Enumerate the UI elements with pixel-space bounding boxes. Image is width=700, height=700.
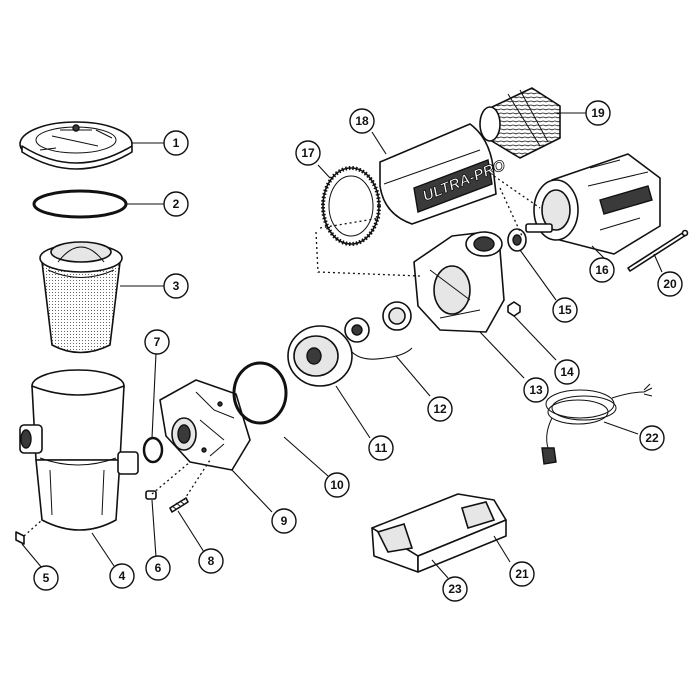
callout-2: 2: [163, 191, 189, 217]
drain-plug-part: [145, 490, 157, 500]
callout-14: 14: [554, 359, 580, 385]
seal-plate-part: [159, 379, 251, 471]
lid-o-ring-part: [32, 189, 128, 219]
callout-5: 5: [33, 565, 59, 591]
svg-text:5: 5: [43, 571, 50, 585]
pump-housing-part: [413, 231, 505, 333]
motor-base-part: [371, 493, 507, 573]
callout-10: 10: [324, 472, 350, 498]
fan-cover-part: [479, 87, 561, 159]
callout-12: 12: [427, 396, 453, 422]
callout-23: 23: [442, 576, 468, 602]
svg-text:18: 18: [355, 114, 369, 128]
small-o-ring-part: [142, 436, 164, 464]
callout-13: 13: [523, 377, 549, 403]
strainer-basket-part: [39, 241, 123, 354]
svg-text:9: 9: [281, 514, 288, 528]
callout-15: 15: [552, 297, 578, 323]
svg-text:20: 20: [663, 277, 677, 291]
callout-17: 17: [295, 140, 321, 166]
callout-21: 21: [509, 561, 535, 587]
svg-text:10: 10: [330, 478, 344, 492]
strainer-lid-part: [19, 121, 133, 170]
bolt-part: [169, 497, 189, 513]
svg-text:13: 13: [529, 383, 543, 397]
callout-18: 18: [349, 108, 375, 134]
svg-text:3: 3: [173, 279, 180, 293]
through-bolt-part: [627, 229, 689, 272]
svg-text:8: 8: [208, 554, 215, 568]
callout-19: 19: [585, 100, 611, 126]
svg-text:1: 1: [173, 136, 180, 150]
motor-cover-part: ULTRA-PRO: [379, 123, 508, 225]
svg-text:2: 2: [173, 197, 180, 211]
callout-3: 3: [163, 273, 189, 299]
svg-text:16: 16: [595, 263, 609, 277]
svg-text:14: 14: [560, 365, 574, 379]
svg-text:11: 11: [375, 441, 388, 455]
drain-screw-part: [15, 531, 25, 545]
callout-7: 7: [144, 329, 170, 355]
slinger-part: [507, 228, 527, 252]
callout-6: 6: [145, 555, 171, 581]
leader-lines: [21, 112, 663, 579]
svg-text:17: 17: [301, 146, 315, 160]
svg-text:23: 23: [448, 582, 462, 596]
motor-ring-part: [321, 166, 381, 246]
svg-text:15: 15: [558, 303, 572, 317]
callout-8: 8: [198, 548, 224, 574]
svg-text:7: 7: [154, 335, 161, 349]
svg-text:6: 6: [155, 561, 162, 575]
strainer-housing-part: [19, 369, 139, 531]
svg-text:22: 22: [645, 431, 659, 445]
callout-11: 11: [368, 435, 394, 461]
svg-text:4: 4: [119, 569, 126, 583]
callout-9: 9: [271, 508, 297, 534]
diffuser-part: [287, 325, 353, 387]
callout-1: 1: [163, 130, 189, 156]
svg-text:19: 19: [591, 106, 605, 120]
diffuser-o-ring-part: [232, 361, 288, 425]
callout-4: 4: [109, 563, 135, 589]
callout-22: 22: [639, 425, 665, 451]
motor-part: [525, 153, 661, 255]
power-cord-part: [541, 383, 653, 465]
nut-part: [507, 301, 521, 317]
impeller-seal-part: [344, 301, 412, 343]
svg-text:21: 21: [515, 567, 529, 581]
callout-20: 20: [657, 271, 683, 297]
callout-16: 16: [589, 257, 615, 283]
svg-text:12: 12: [433, 402, 447, 416]
